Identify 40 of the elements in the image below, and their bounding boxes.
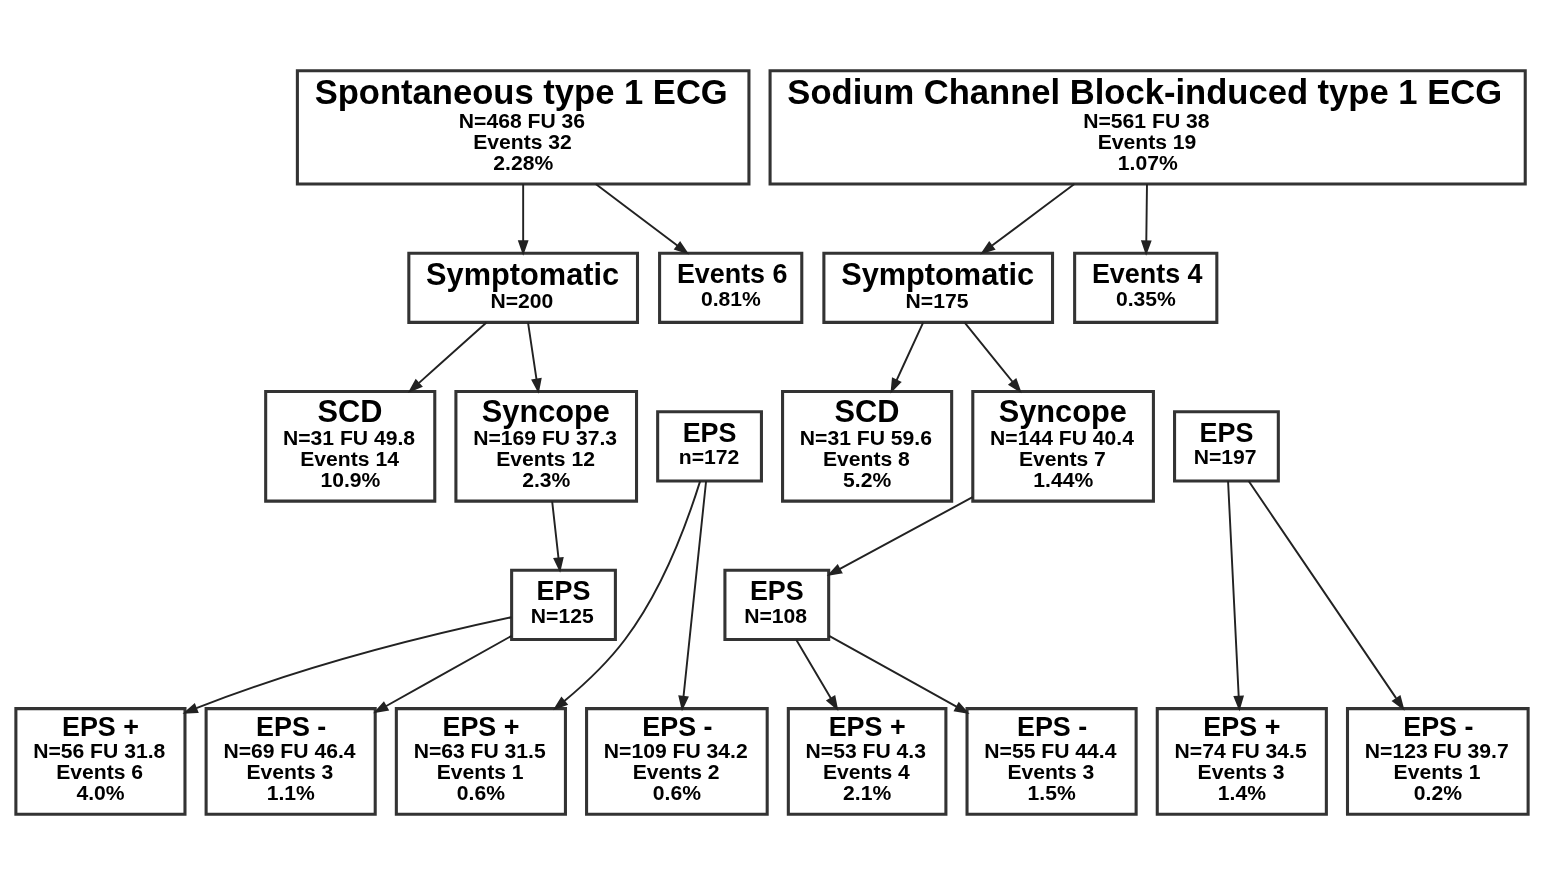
arrow [594,182,690,255]
arrow [963,321,1022,393]
arrow [373,634,513,713]
node-box: Events 4 0.35% [1073,251,1219,324]
node-box: SCD N=31 FU 59.6 Events 8 5.2% [781,389,954,503]
arrow [407,321,488,393]
arrow [826,495,974,576]
node-box: EPS + N=56 FU 31.8 Events 6 4.0% [14,706,187,816]
arrow [1140,182,1152,256]
arrow [678,479,708,711]
arrow [517,182,529,256]
node-box: EPS n=172 [656,409,763,482]
node-box: EPS N=108 [723,568,831,641]
node-box: Symptomatic N=175 [822,251,1055,324]
arrow [551,500,564,573]
node-box: Sodium Channel Block-induced type 1 ECG N=561 FU 38 Events 19 1.07% [768,68,1527,186]
node-box: EPS N=125 [510,568,617,641]
arrow [527,321,542,394]
node-box: Spontaneous type 1 ECG N=468 FU 36 Events 32 2.28% [295,68,751,186]
node-box: EPS - N=55 FU 44.4 Events 3 1.5% [965,706,1138,816]
arrow [980,182,1076,255]
node-box: EPS + N=53 FU 4.3 Events 4 2.1% [786,706,948,816]
node-box: EPS N=197 [1173,409,1280,482]
node-box: EPS - N=123 FU 39.7 Events 1 0.2% [1345,706,1530,816]
node-box: EPS - N=109 FU 34.2 Events 2 0.6% [585,706,769,816]
arrow [1227,479,1245,711]
node-box: SCD N=31 FU 49.8 Events 14 10.9% [264,389,437,503]
node-box: Events 6 0.81% [658,251,804,324]
arrow [182,615,513,714]
arrow [1247,479,1405,711]
arrow [890,321,925,394]
node-box: EPS + N=63 FU 31.5 Events 1 0.6% [394,706,567,816]
arrow [828,634,970,714]
arrow [795,638,839,711]
node-box: EPS - N=69 FU 46.4 Events 3 1.1% [204,706,377,816]
node-box: Symptomatic N=200 [407,251,640,324]
node-box: EPS + N=74 FU 34.5 Events 3 1.4% [1155,706,1328,816]
node-box: Syncope N=169 FU 37.3 Events 12 2.3% [454,389,639,503]
arrow [552,479,702,710]
node-box: Syncope N=144 FU 40.4 Events 7 1.44% [971,389,1155,503]
